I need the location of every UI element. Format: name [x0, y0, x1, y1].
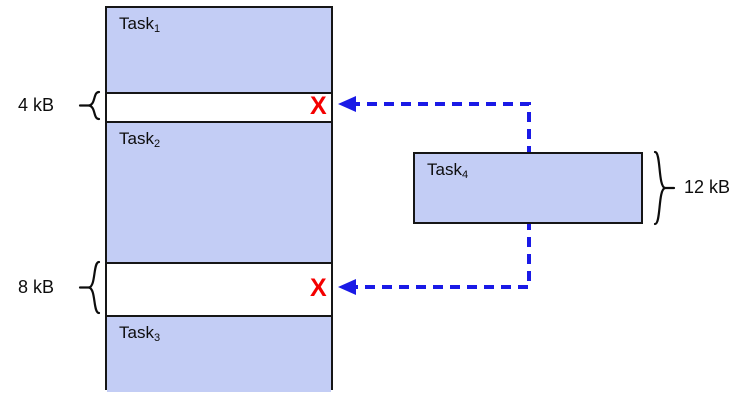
hole-size-label-4kb: 4 kB	[18, 95, 55, 115]
memory-block-task1-label: Task1	[119, 14, 161, 35]
arrow-head-top	[338, 96, 356, 112]
arrow-head-bottom	[338, 279, 356, 295]
memory-block-task1: Task1	[107, 8, 331, 94]
free-hole-4kb: X	[107, 94, 331, 121]
free-hole-8kb: X	[107, 264, 331, 315]
memory-column: Task1 X Task2 X Task3	[105, 6, 333, 392]
memory-block-task2: Task2	[107, 121, 331, 264]
incoming-task-box: Task4	[413, 152, 643, 224]
incoming-task-label: Task4	[427, 160, 469, 181]
memory-block-task2-label: Task2	[119, 129, 161, 150]
memory-block-task3-label: Task3	[119, 323, 161, 344]
memory-block-task3: Task3	[107, 315, 331, 392]
reject-x-icon-bottom: X	[310, 274, 327, 302]
hole-size-label-8kb: 8 kB	[18, 277, 55, 297]
reject-x-icon-top: X	[310, 92, 327, 120]
incoming-task-size-label: 12 kB	[684, 177, 731, 197]
